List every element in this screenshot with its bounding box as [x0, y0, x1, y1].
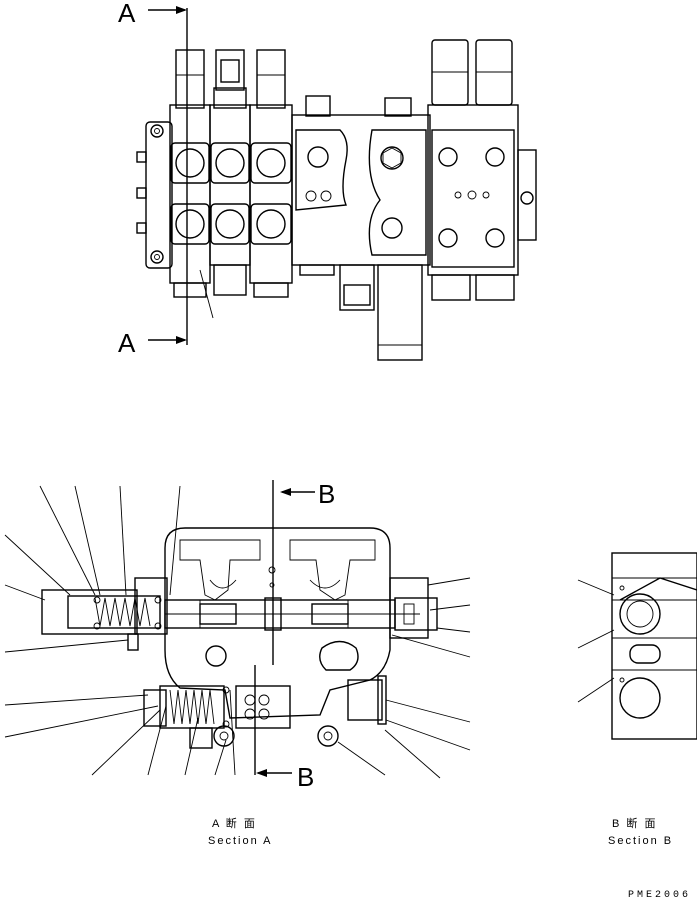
section-a-caption-en: Section A [208, 835, 272, 847]
section-a-caption-jp: A 断 面 [212, 816, 257, 830]
section-b-marker-top: B [318, 479, 335, 509]
section-b-caption-jp: B 断 面 [612, 816, 657, 830]
inlet-block [291, 95, 431, 361]
section-a-view [4, 480, 471, 779]
top-view-valve-assembly [136, 6, 537, 361]
spool-section-2 [209, 49, 251, 296]
spool-section-1 [169, 49, 211, 298]
spool-section-3 [249, 49, 293, 298]
section-a-marker-top: A [118, 0, 136, 28]
section-b-marker-bottom: B [297, 762, 314, 792]
right-valve-block [427, 39, 537, 301]
section-b-caption-en: Section B [608, 835, 673, 847]
drawing-code: PME2006 [628, 890, 691, 900]
section-b-view [577, 552, 697, 740]
section-a-marker-bottom: A [118, 328, 136, 358]
